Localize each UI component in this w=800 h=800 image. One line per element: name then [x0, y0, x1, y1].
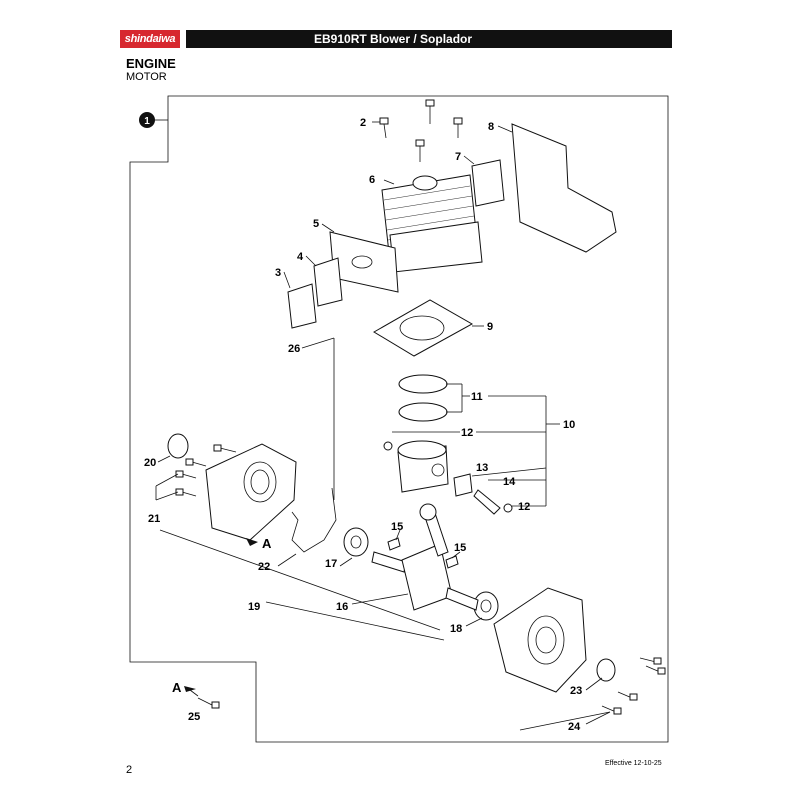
callout-8: 8	[488, 121, 494, 133]
figure-number: 1	[144, 116, 150, 127]
page-title: EB910RT Blower / Soplador	[186, 30, 672, 48]
piston-pin	[473, 489, 501, 515]
crankcase-right	[493, 587, 587, 693]
circlip-12a	[383, 441, 393, 451]
callout-15b: 15	[454, 542, 466, 554]
callout-14: 14	[503, 476, 516, 488]
diagram-frame	[129, 95, 669, 743]
figure-number-badge: 1	[139, 112, 168, 128]
callout-11: 11	[471, 391, 483, 403]
callout-15a: 15	[391, 521, 403, 533]
bearing-17	[343, 527, 369, 557]
callout-22: 22	[258, 561, 270, 573]
callout-2: 2	[360, 117, 366, 129]
bearing-18	[473, 591, 499, 621]
piston	[397, 440, 449, 493]
callout-26: 26	[288, 343, 300, 355]
page-number: 2	[126, 764, 133, 776]
needle-bearing	[453, 473, 473, 497]
callout-13: 13	[476, 462, 488, 474]
insulator-gasket-4	[313, 257, 343, 307]
callout-9: 9	[487, 321, 493, 333]
muffler-gasket	[471, 159, 505, 207]
circlip-12b	[503, 503, 513, 513]
callout-12a: 12	[461, 427, 473, 439]
detail-bolt	[197, 697, 220, 709]
callout-3: 3	[275, 267, 281, 279]
page-header: shindaiwa EB910RT Blower / Soplador	[120, 30, 672, 48]
section-title: ENGINE	[126, 56, 176, 71]
crankcase-bolts-right	[601, 657, 666, 715]
callout-17: 17	[325, 558, 337, 570]
callout-25: 25	[188, 711, 200, 723]
oil-seal-left	[167, 433, 189, 459]
crankshaft	[371, 503, 479, 611]
callout-19: 19	[248, 601, 260, 613]
marker-a-detail-arrow	[184, 686, 196, 692]
marker-a-main: A	[262, 536, 272, 551]
callout-5: 5	[313, 218, 319, 230]
callout-23: 23	[570, 685, 582, 697]
callout-24: 24	[568, 721, 581, 733]
piston-ring-upper	[398, 374, 448, 394]
marker-a-detail: A	[172, 680, 182, 695]
section-subtitle: MOTOR	[126, 71, 167, 83]
oil-seal-right	[596, 658, 616, 682]
crankcase-bolts-left	[175, 444, 237, 497]
cylinder-bolts	[379, 99, 463, 162]
woodruff-key-a	[387, 537, 401, 551]
heat-shield	[511, 123, 617, 253]
callout-7: 7	[455, 151, 461, 163]
leader-lines	[155, 121, 611, 731]
callout-6: 6	[369, 174, 375, 186]
piston-ring-lower	[398, 402, 448, 422]
callout-10: 10	[563, 419, 575, 431]
callout-4: 4	[297, 251, 304, 263]
callout-18: 18	[450, 623, 462, 635]
callout-12b: 12	[518, 501, 530, 513]
crankcase-gasket	[291, 487, 337, 553]
base-gasket	[373, 299, 474, 357]
callout-21: 21	[148, 513, 160, 525]
effective-date: Effective 12-10-25	[605, 760, 662, 767]
shindaiwa-logo: shindaiwa	[120, 30, 180, 48]
callout-20: 20	[144, 457, 156, 469]
callout-16: 16	[336, 601, 348, 613]
marker-a-arrow	[246, 538, 258, 546]
crankcase-left	[205, 443, 297, 541]
insulator-gasket-3	[287, 283, 317, 329]
cylinder	[381, 174, 483, 273]
